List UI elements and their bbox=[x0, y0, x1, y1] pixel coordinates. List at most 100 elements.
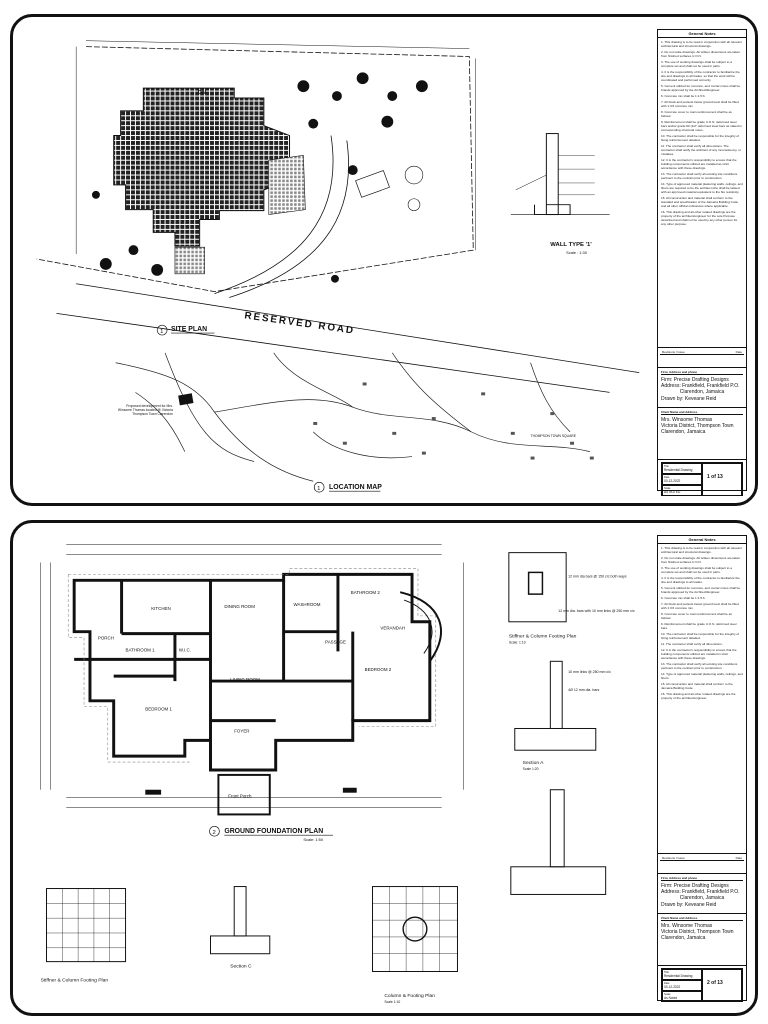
client-label: Client Name and Address bbox=[661, 410, 743, 415]
note-item: 3. The use of working drawings shall be … bbox=[661, 566, 732, 574]
sheet-number-cell: 2 of 13 bbox=[702, 969, 742, 1002]
note-item: 11. The contractor shall verify all dime… bbox=[661, 144, 741, 156]
dn-label: DN bbox=[198, 90, 207, 96]
town-label: THOMPSON TOWN SQUARE bbox=[531, 434, 577, 438]
drawing-sheet-2: KITCHEN DINING ROOM WASHROOM BATHROOM 2 … bbox=[10, 520, 758, 1016]
location-map bbox=[115, 352, 590, 482]
note-item: 13. The contractor shall verify all exis… bbox=[661, 662, 738, 670]
note-item: 15. All construction and material shall … bbox=[661, 682, 733, 690]
note-10mm: 10 mm links @ 250 mm c/c bbox=[568, 670, 611, 674]
column-footing-title: Column & Footing Plan bbox=[384, 993, 435, 999]
sheet-title: Residential Drawing bbox=[664, 974, 693, 978]
firm-line: Firm: Precise Drafting Designs bbox=[661, 377, 729, 383]
note-item: 14. Type of approved material plastering… bbox=[661, 672, 743, 680]
plan-number: 2 bbox=[212, 830, 215, 836]
note-item: 4. It is the responsibility of the contr… bbox=[661, 70, 740, 82]
proposed-note: Proposed development for Mrs. Winsome Th… bbox=[117, 404, 173, 417]
note-item: 10. The contractor shall be responsible … bbox=[661, 632, 740, 640]
note-item: 8. Concrete cover to main reinforcement … bbox=[661, 110, 732, 118]
note-item: 9. Reinforcement shall be grade U.O.N. d… bbox=[661, 120, 742, 132]
section-a-scale: Scale 1:20 bbox=[523, 767, 539, 771]
note-item: 16. This drawing and all other related d… bbox=[661, 210, 738, 226]
room-label: PORCH bbox=[98, 636, 114, 641]
firm-line: Clarendon, Jamaica bbox=[679, 389, 725, 396]
client-info: Client Name and Address Mrs. Winsome Tho… bbox=[658, 914, 746, 966]
foundation-walls bbox=[72, 572, 432, 772]
room-label: VERANDAH bbox=[380, 626, 405, 631]
note-item: 6. Concrete mix shall be 1:1.5:3. bbox=[661, 94, 706, 98]
site-plan-title: SITE PLAN bbox=[171, 326, 207, 333]
firm-info: Firm, Address and phone Firm: Precise Dr… bbox=[658, 368, 746, 408]
firm-info: Firm, Address and phone Firm: Precise Dr… bbox=[658, 874, 746, 914]
house-roof bbox=[113, 87, 291, 247]
note-item: 10. The contractor shall be responsible … bbox=[661, 134, 740, 142]
client-info: Client Name and Address Mrs. Winsome Tho… bbox=[658, 408, 746, 460]
revisions-date-label: Date bbox=[735, 856, 742, 860]
room-label: DINING ROOM bbox=[224, 604, 255, 609]
wall-type-scale: Scale : 1:30 bbox=[566, 250, 588, 255]
room-label: BEDROOM 1 bbox=[145, 707, 172, 712]
title-block: General Notes 1. This drawing is to be r… bbox=[657, 535, 747, 1002]
note-item: 5. Cement utilized for concrete, and mor… bbox=[661, 586, 741, 594]
revisions-table: Revisions / Issue Date bbox=[658, 854, 746, 874]
drawing-sheet-1: DN WALL TYPE '1' Scale : 1:30 bbox=[10, 14, 758, 506]
note-item: 1. This drawing is to be read in conjunc… bbox=[661, 546, 742, 554]
note-item: 2. Do not scale drawings. All written di… bbox=[661, 556, 741, 564]
stiffner-title: Stiffner & Column Footing Plan bbox=[509, 634, 577, 640]
foundation-plan-drawing: KITCHEN DINING ROOM WASHROOM BATHROOM 2 … bbox=[40, 544, 635, 1004]
site-plan-drawing: DN WALL TYPE '1' Scale : 1:30 bbox=[36, 40, 640, 493]
note-item: 9. Reinforcement shall be grade U.O.N. d… bbox=[661, 622, 737, 630]
note-item: 16. This drawing and all other related d… bbox=[661, 692, 736, 700]
sheet-title: Residential Drawing bbox=[664, 468, 693, 472]
room-label: WASHROOM bbox=[293, 602, 320, 607]
scale-value: As Noted bbox=[664, 996, 678, 1000]
note-item: 12. It is the contractor's responsibilit… bbox=[661, 158, 737, 170]
revisions-date-label: Date bbox=[735, 350, 742, 354]
firm-line: Address: Frankfield, Frankfield P.O. bbox=[661, 889, 740, 896]
stiffner-scale: Scale: 1:10 bbox=[509, 641, 526, 645]
client-line: Clarendon, Jamaica bbox=[661, 935, 706, 942]
scale-label: Scale bbox=[664, 487, 671, 490]
firm-label: Firm, Address and phone bbox=[661, 370, 743, 375]
general-notes-title: General Notes bbox=[658, 30, 746, 38]
note-12mm: 12 mm dia bars @ 150 c/c both ways bbox=[568, 574, 627, 578]
sheet-number-cell: 1 of 13 bbox=[702, 463, 742, 496]
note-4-12mm: 4Ø 12 mm dia. bars bbox=[568, 688, 599, 692]
client-line: Mrs. Winsome Thomas bbox=[661, 417, 713, 423]
revisions-label: Revisions / Issue bbox=[662, 350, 685, 354]
note-item: 2. Do not scale drawings. All written di… bbox=[661, 50, 741, 58]
wall-type-detail bbox=[510, 133, 610, 216]
site-plan-number: 1 bbox=[160, 329, 163, 335]
note-item: 5. Cement utilized for concrete, and mor… bbox=[661, 84, 741, 92]
sheet-number: 1 of 13 bbox=[707, 474, 723, 480]
general-notes: General Notes 1. This drawing is to be r… bbox=[658, 536, 746, 854]
note-item: 4. It is the responsibility of the contr… bbox=[661, 576, 740, 584]
note-12mm-links: 12 mm dia. bars with 10 mm links @ 250 m… bbox=[558, 609, 635, 613]
room-labels: KITCHEN DINING ROOM WASHROOM BATHROOM 2 … bbox=[98, 590, 405, 799]
note-item: 1. This drawing is to be read in conjunc… bbox=[661, 40, 742, 48]
general-notes: General Notes 1. This drawing is to be r… bbox=[658, 30, 746, 348]
room-label: BEDROOM 2 bbox=[365, 667, 392, 672]
stiffner-left-title: Stiffner & Column Footing Plan bbox=[41, 977, 109, 983]
plan-scale: Scale: 1:50 bbox=[303, 837, 324, 842]
firm-label: Firm, Address and phone bbox=[661, 876, 743, 881]
client-line: Mrs. Winsome Thomas bbox=[661, 923, 713, 929]
room-label: Front Porch bbox=[228, 794, 252, 799]
note-item: 8. Concrete cover to main reinforcement … bbox=[661, 612, 732, 620]
wall-type-label: WALL TYPE '1' bbox=[550, 242, 592, 248]
note-item: 11. The contractor shall verify all dime… bbox=[661, 642, 723, 646]
revisions-table: Revisions / Issue Date bbox=[658, 348, 746, 368]
sheet-title-label: Title bbox=[664, 971, 669, 974]
date-value: 03-12-2022 bbox=[664, 479, 681, 483]
note-item: 7. All block and pockets below ground le… bbox=[661, 100, 739, 108]
date-label: Date bbox=[664, 982, 670, 985]
note-item: 3. The use of working drawings shall be … bbox=[661, 60, 732, 68]
sheet-number: 2 of 13 bbox=[707, 980, 723, 986]
